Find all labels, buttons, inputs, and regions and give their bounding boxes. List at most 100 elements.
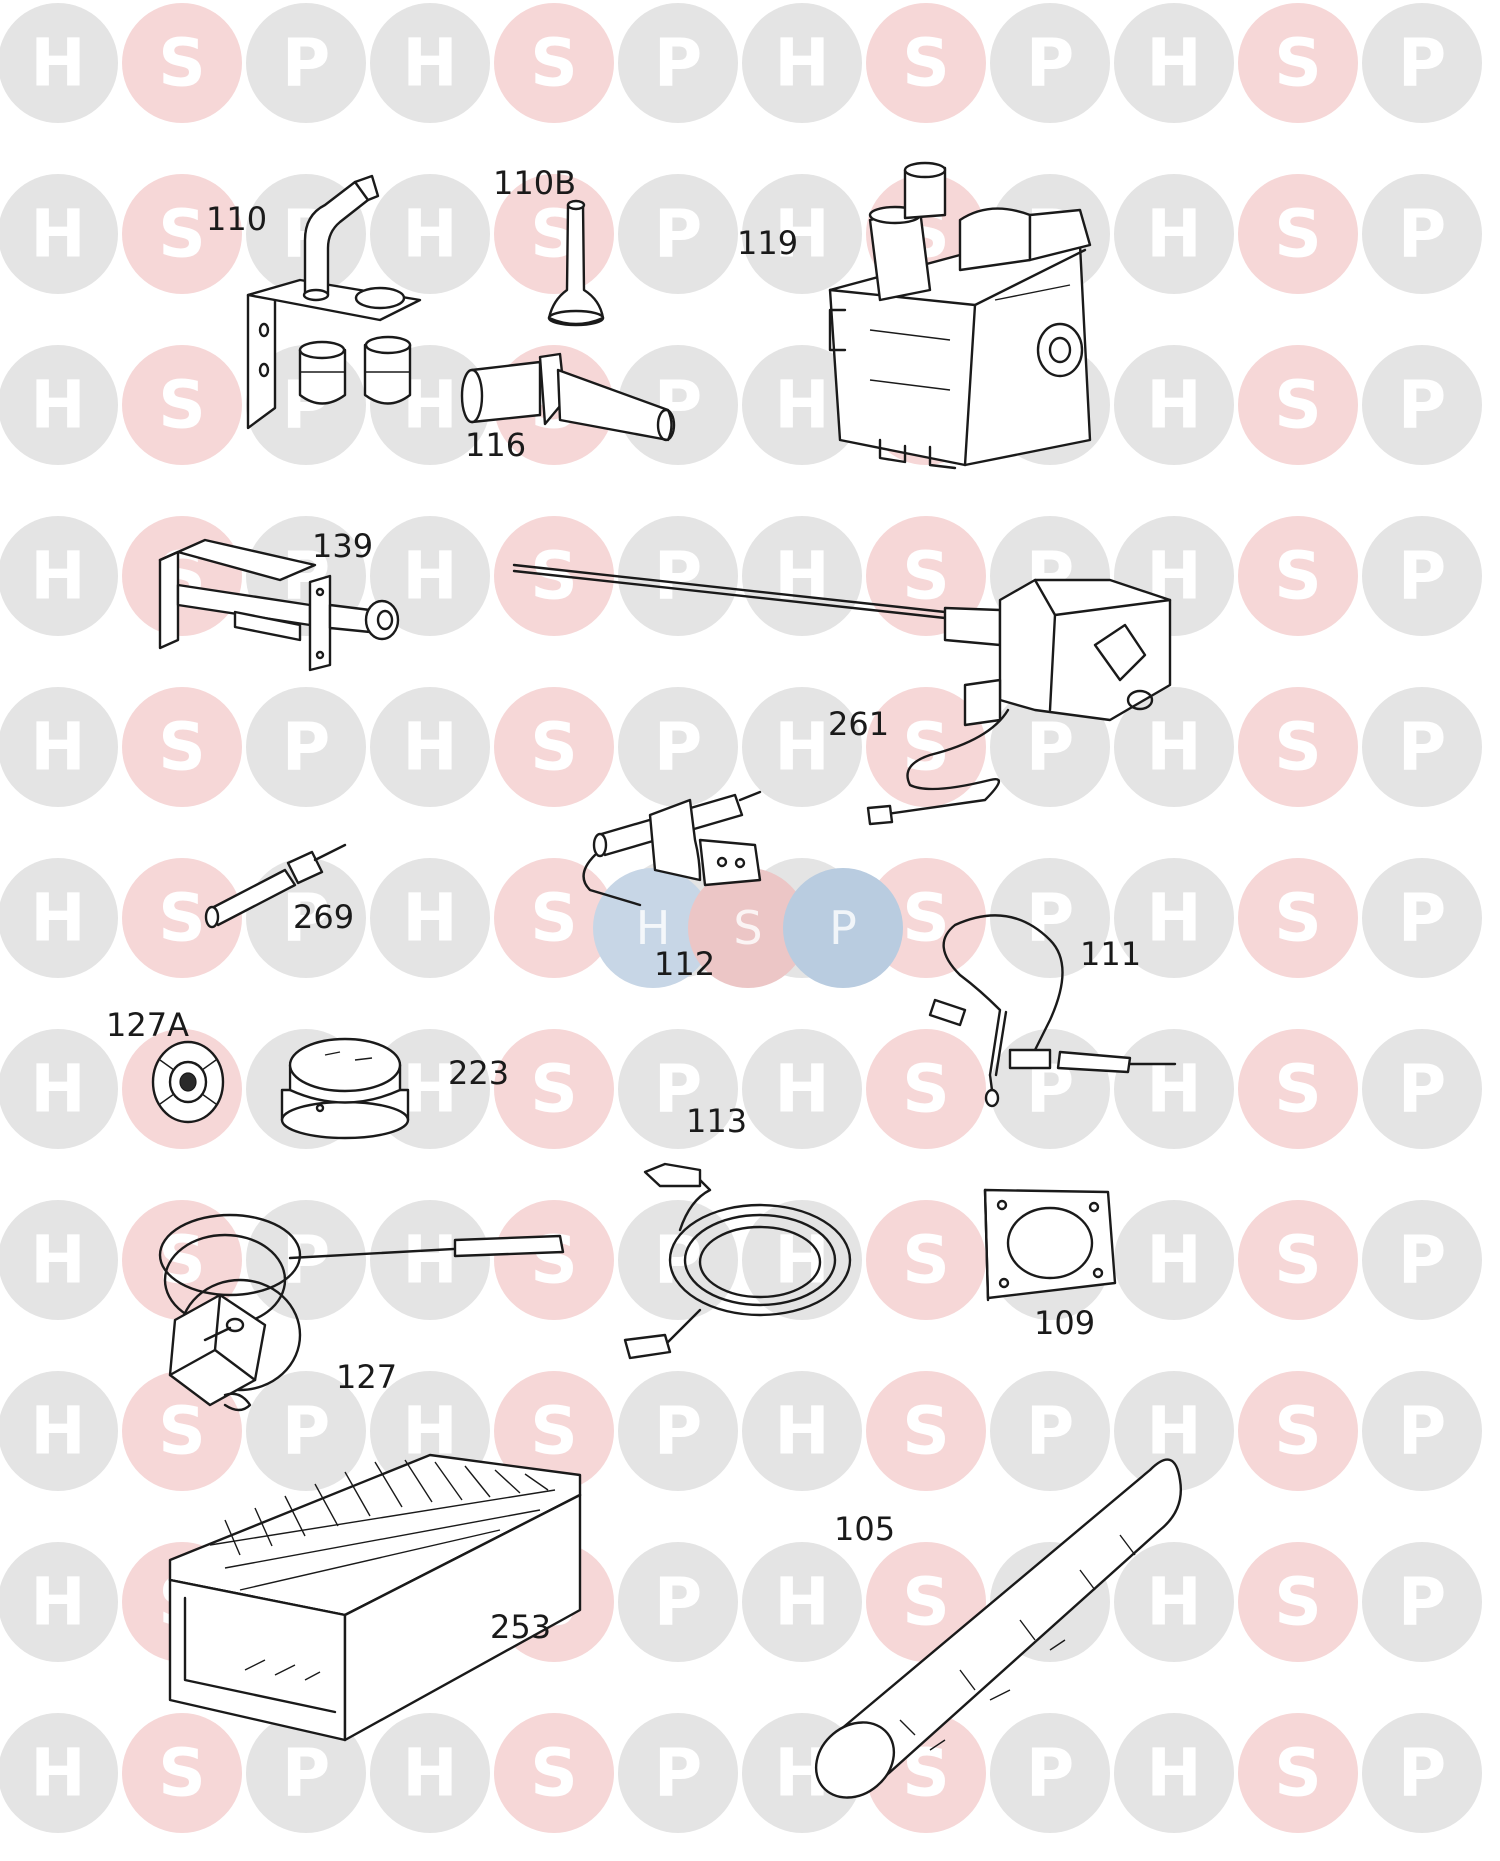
- watermark-letter: H: [1146, 25, 1201, 102]
- watermark-letter: S: [158, 709, 206, 786]
- watermark-circle: [742, 1542, 862, 1662]
- watermark-circle: [1238, 345, 1358, 465]
- watermark-circle: [122, 345, 242, 465]
- watermark-circle: [1238, 1029, 1358, 1149]
- part-113-drawing[interactable]: [623, 1162, 852, 1360]
- part-127a-drawing[interactable]: [151, 1040, 225, 1124]
- watermark-circle: [0, 345, 118, 465]
- watermark-letter: H: [1146, 196, 1201, 273]
- watermark-letter: P: [1398, 1564, 1446, 1641]
- watermark-circle: [742, 1029, 862, 1149]
- part-label-116: 116: [465, 426, 526, 464]
- part-253-drawing[interactable]: [168, 1453, 582, 1742]
- watermark-letter: S: [158, 367, 206, 444]
- watermark-letter: H: [30, 1051, 85, 1128]
- watermark-letter: S: [1274, 538, 1322, 615]
- watermark-letter: P: [1398, 1051, 1446, 1128]
- watermark-letter: S: [1274, 880, 1322, 957]
- watermark-circle: [0, 858, 118, 978]
- watermark-letter: S: [902, 1051, 950, 1128]
- watermark-circle: [1362, 1029, 1482, 1149]
- watermark-letter: H: [402, 196, 457, 273]
- watermark-circle: [866, 1371, 986, 1491]
- part-127-drawing[interactable]: [158, 1213, 565, 1412]
- watermark-letter: S: [902, 25, 950, 102]
- part-110-drawing[interactable]: [246, 174, 422, 430]
- part-111-drawing[interactable]: [928, 914, 1177, 1108]
- logo-circle: [783, 868, 903, 988]
- part-112-drawing[interactable]: [582, 790, 762, 907]
- watermark-letter: H: [30, 709, 85, 786]
- watermark-circle: [494, 1371, 614, 1491]
- watermark-circle: [1362, 1542, 1482, 1662]
- watermark-letter: H: [774, 196, 829, 273]
- watermark-circle: [1114, 345, 1234, 465]
- watermark-circle: [0, 3, 118, 123]
- watermark-circle: [1114, 1713, 1234, 1833]
- watermark-letter: P: [282, 709, 330, 786]
- watermark-circle: [1362, 1200, 1482, 1320]
- watermark-circle: [1238, 858, 1358, 978]
- watermark-circle: [1114, 687, 1234, 807]
- part-116-drawing[interactable]: [460, 352, 676, 442]
- part-269-drawing[interactable]: [204, 843, 347, 929]
- watermark-letter: P: [654, 1051, 702, 1128]
- watermark-letter: P: [1026, 880, 1074, 957]
- watermark-circle: [618, 516, 738, 636]
- watermark-letter: S: [1274, 1051, 1322, 1128]
- watermark-letter: H: [30, 1735, 85, 1812]
- watermark-letter: H: [30, 1564, 85, 1641]
- watermark-letter: S: [1274, 367, 1322, 444]
- watermark-letter: H: [774, 709, 829, 786]
- watermark-circle: [370, 858, 490, 978]
- watermark-circle: [1238, 687, 1358, 807]
- watermark-letter: H: [402, 880, 457, 957]
- watermark-letter: H: [1146, 709, 1201, 786]
- watermark-letter: P: [654, 1393, 702, 1470]
- watermark-letter: S: [530, 880, 578, 957]
- watermark-circle: [866, 687, 986, 807]
- watermark-letter: H: [1146, 1735, 1201, 1812]
- watermark-letter: S: [158, 1735, 206, 1812]
- watermark-circle: [618, 687, 738, 807]
- watermark-circle: [1362, 516, 1482, 636]
- watermark-letter: S: [1274, 709, 1322, 786]
- part-110b-drawing[interactable]: [547, 199, 605, 327]
- watermark-circle: [742, 174, 862, 294]
- part-119-drawing[interactable]: [828, 161, 1092, 470]
- part-105-drawing[interactable]: [801, 1458, 1182, 1813]
- watermark-letter: H: [30, 367, 85, 444]
- watermark-circle: [866, 1029, 986, 1149]
- watermark-circle: [742, 345, 862, 465]
- watermark-circle: [1362, 3, 1482, 123]
- watermark-letter: P: [1398, 25, 1446, 102]
- watermark-letter: H: [774, 1393, 829, 1470]
- part-109-drawing[interactable]: [983, 1188, 1117, 1302]
- watermark-letter: S: [1274, 25, 1322, 102]
- watermark-circle: [122, 687, 242, 807]
- watermark-letter: P: [1026, 25, 1074, 102]
- watermark-letter: S: [158, 880, 206, 957]
- part-label-119: 119: [737, 224, 798, 262]
- watermark-letter: P: [282, 25, 330, 102]
- part-label-111: 111: [1080, 935, 1141, 973]
- watermark-circle: [1238, 3, 1358, 123]
- logo-letter: P: [829, 901, 857, 955]
- watermark-circle: [618, 1542, 738, 1662]
- watermark-letter: S: [902, 538, 950, 615]
- watermark-circle: [618, 1200, 738, 1320]
- watermark-circle: [1362, 345, 1482, 465]
- watermark-circle: [0, 1542, 118, 1662]
- watermark-circle: [990, 858, 1110, 978]
- watermark-circle: [494, 858, 614, 978]
- watermark-letter: P: [654, 1222, 702, 1299]
- part-label-110b: 110B: [493, 164, 576, 202]
- part-139-drawing[interactable]: [158, 538, 400, 672]
- watermark-circle: [494, 1029, 614, 1149]
- watermark-circle: [246, 687, 366, 807]
- part-223-drawing[interactable]: [280, 1037, 410, 1140]
- watermark-letter: P: [1026, 1735, 1074, 1812]
- watermark-letter: S: [530, 1051, 578, 1128]
- part-261-drawing[interactable]: [512, 563, 1172, 826]
- watermark-circle: [1362, 858, 1482, 978]
